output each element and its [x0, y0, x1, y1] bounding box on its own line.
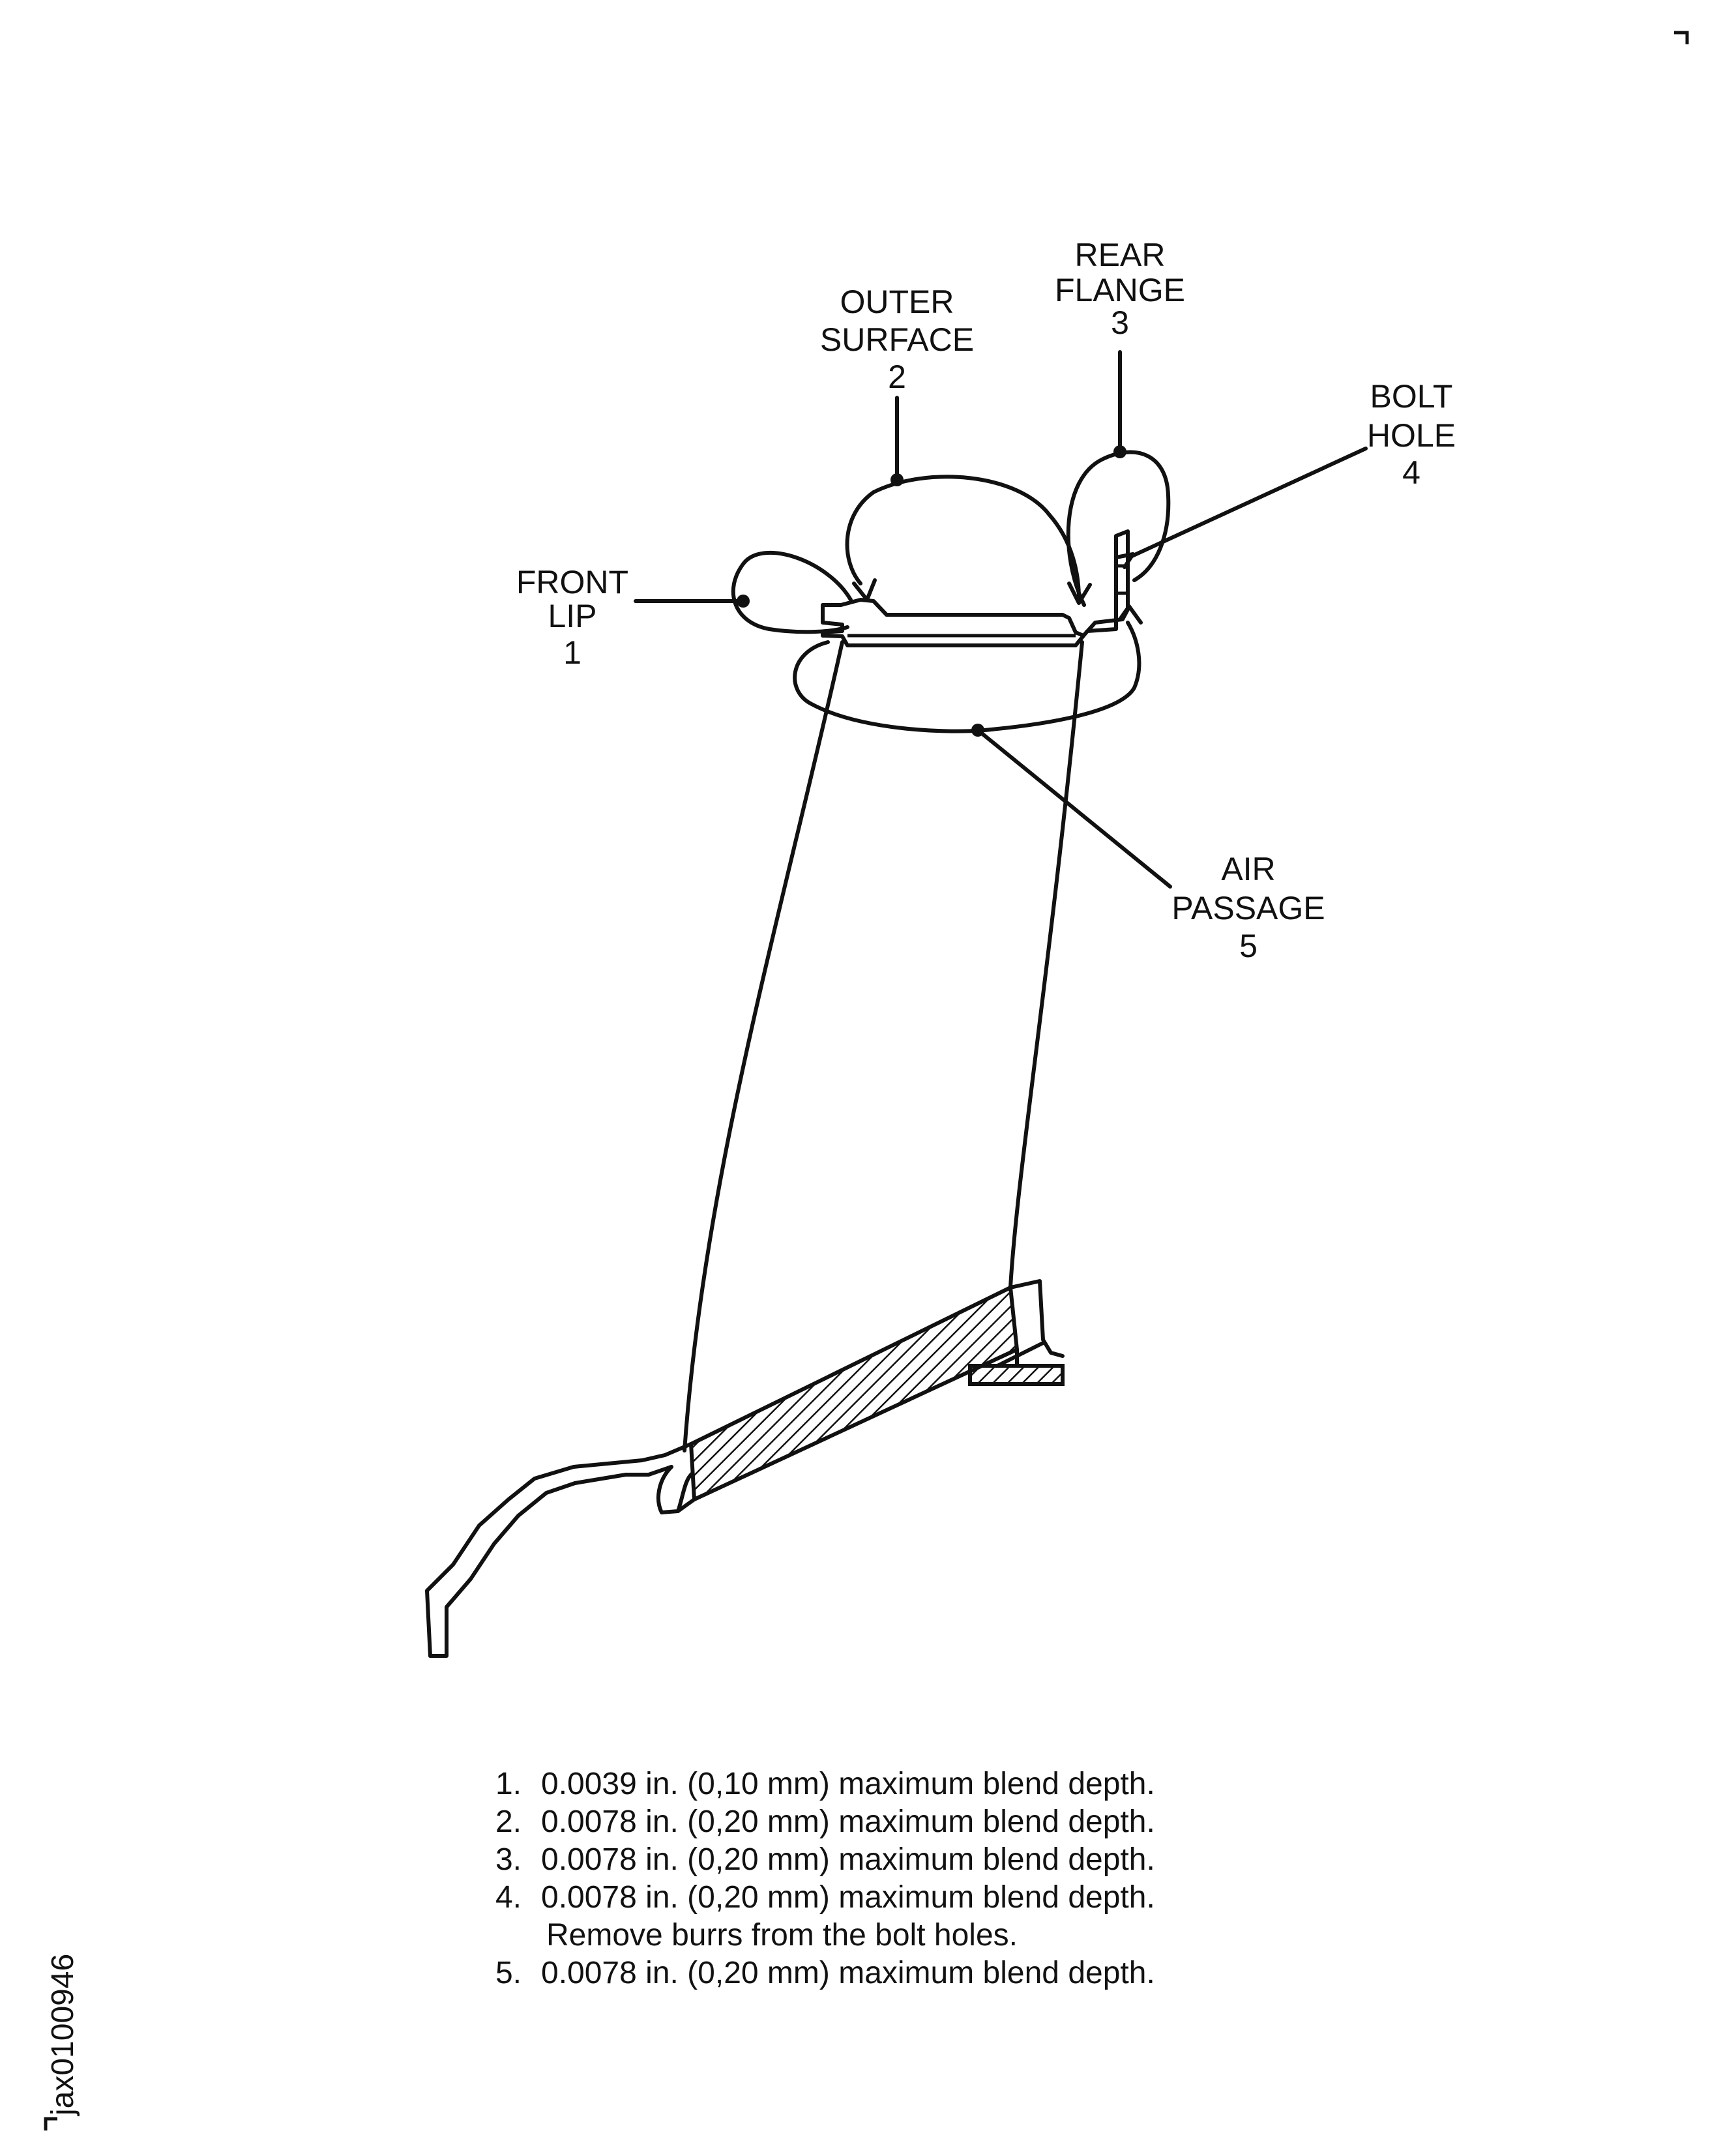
- callout-line: 4: [1402, 454, 1420, 491]
- svg-text:3: 3: [1111, 304, 1129, 341]
- connector-line-right: [1008, 640, 1084, 1290]
- callout-rear-flange: REAR FLANGE 3: [1055, 237, 1185, 341]
- outer-surface-arrow-right: [1067, 582, 1092, 605]
- note-number: 1.: [495, 1767, 522, 1801]
- callout-line: BOLT: [1370, 378, 1453, 415]
- front-lip-hook: [656, 1465, 694, 1514]
- svg-text:0.0078 in. (0,20 mm) maximum b: 0.0078 in. (0,20 mm) maximum blend depth…: [541, 1842, 1155, 1877]
- svg-text:BOLT: BOLT: [1370, 378, 1453, 415]
- svg-text:FRONT: FRONT: [516, 564, 628, 600]
- svg-text:FLANGE: FLANGE: [1055, 272, 1185, 308]
- bolt-hole-arrow: [1114, 552, 1135, 569]
- corner-mark-bottom-left: [44, 2117, 57, 2130]
- bolt-hole-leader: [1127, 447, 1368, 559]
- note-number: 2.: [495, 1805, 522, 1839]
- rear-flange-inner: [995, 1341, 1045, 1368]
- svg-text:5.: 5.: [495, 1956, 522, 1990]
- note-number: 5.: [495, 1956, 522, 1990]
- loop-front-lip: [731, 550, 853, 634]
- callout-line: 1: [563, 634, 581, 671]
- callout-line: FRONT: [516, 564, 628, 600]
- figure-id: jax0100946: [46, 1954, 80, 2117]
- callout-line: 3: [1111, 304, 1129, 341]
- loop-rear-flange: [1066, 450, 1171, 607]
- loop-air-passage: [793, 621, 1141, 733]
- svg-text:4.: 4.: [495, 1880, 522, 1915]
- svg-text:1.: 1.: [495, 1767, 522, 1801]
- note-number: 3.: [495, 1842, 522, 1877]
- cross-section-detail: [634, 350, 1368, 889]
- note-text: 0.0039 in. (0,10 mm) maximum blend depth…: [541, 1767, 1155, 1801]
- note-number: 4.: [495, 1880, 522, 1915]
- note-text: 0.0078 in. (0,20 mm) maximum blend depth…: [541, 1880, 1155, 1915]
- callout-line: 5: [1239, 928, 1258, 964]
- svg-text:2.: 2.: [495, 1805, 522, 1839]
- front-shell-inner: [428, 1465, 673, 1658]
- svg-text:4: 4: [1402, 454, 1420, 491]
- svg-text:1: 1: [563, 634, 581, 671]
- full-part-section: [425, 1279, 1065, 1658]
- svg-text:2: 2: [888, 359, 906, 395]
- svg-text:5: 5: [1239, 928, 1258, 964]
- notes-list: 1. 0.0039 in. (0,10 mm) maximum blend de…: [495, 1767, 1155, 1990]
- callout-line: AIR: [1221, 851, 1275, 887]
- svg-text:HOLE: HOLE: [1367, 417, 1456, 454]
- callout-front-lip: FRONT LIP 1: [516, 564, 628, 671]
- note-text: 0.0078 in. (0,20 mm) maximum blend depth…: [541, 1805, 1155, 1839]
- callout-bolt-hole: BOLT HOLE 4: [1367, 378, 1456, 491]
- note-text: Remove burrs from the bolt holes.: [546, 1918, 1018, 1953]
- svg-text:LIP: LIP: [548, 598, 596, 634]
- front-lip-cap: [676, 1497, 696, 1513]
- callout-line: SURFACE: [820, 321, 974, 358]
- loop-outer-surface: [845, 475, 1081, 600]
- svg-text:0.0039 in. (0,10 mm) maximum b: 0.0039 in. (0,10 mm) maximum blend depth…: [541, 1767, 1155, 1801]
- callout-outer-surface: OUTER SURFACE 2: [820, 284, 974, 395]
- ring-section-outline: [821, 529, 1130, 647]
- callout-line: 2: [888, 359, 906, 395]
- svg-text:0.0078 in. (0,20 mm) maximum b: 0.0078 in. (0,20 mm) maximum blend depth…: [541, 1805, 1155, 1839]
- bolt-hole-slot: [1118, 564, 1126, 595]
- front-shell-outer: [425, 1442, 693, 1658]
- corner-mark-top-right: [1674, 31, 1689, 44]
- callout-line: PASSAGE: [1171, 890, 1325, 926]
- rear-flange-foot: [968, 1364, 1065, 1386]
- svg-text:0.0078 in. (0,20 mm) maximum b: 0.0078 in. (0,20 mm) maximum blend depth…: [541, 1956, 1155, 1990]
- callout-line: FLANGE: [1055, 272, 1185, 308]
- callout-air-passage: AIR PASSAGE 5: [1171, 851, 1325, 964]
- svg-text:0.0078 in. (0,20 mm) maximum b: 0.0078 in. (0,20 mm) maximum blend depth…: [541, 1880, 1155, 1915]
- rear-flange-upright: [1008, 1279, 1065, 1358]
- air-passage-arrow: [1118, 604, 1143, 625]
- svg-text:REAR: REAR: [1075, 237, 1166, 273]
- svg-text:3.: 3.: [495, 1842, 522, 1877]
- svg-text:OUTER: OUTER: [840, 284, 954, 320]
- svg-text:PASSAGE: PASSAGE: [1171, 890, 1325, 926]
- note-text: 0.0078 in. (0,20 mm) maximum blend depth…: [541, 1842, 1155, 1877]
- callout-line: OUTER: [840, 284, 954, 320]
- callout-line: HOLE: [1367, 417, 1456, 454]
- note-text: 0.0078 in. (0,20 mm) maximum blend depth…: [541, 1956, 1155, 1990]
- ring-body-hatched: [688, 1284, 1020, 1503]
- callout-line: LIP: [548, 598, 596, 634]
- figure-id-text: jax0100946: [46, 1954, 80, 2117]
- svg-text:SURFACE: SURFACE: [820, 321, 974, 358]
- svg-text:AIR: AIR: [1221, 851, 1275, 887]
- callout-line: REAR: [1075, 237, 1166, 273]
- outer-surface-arrow-left: [852, 578, 877, 602]
- air-passage-leader: [976, 728, 1172, 889]
- connector-line-left: [683, 640, 844, 1452]
- svg-text:Remove burrs from the bolt hol: Remove burrs from the bolt holes.: [546, 1918, 1018, 1953]
